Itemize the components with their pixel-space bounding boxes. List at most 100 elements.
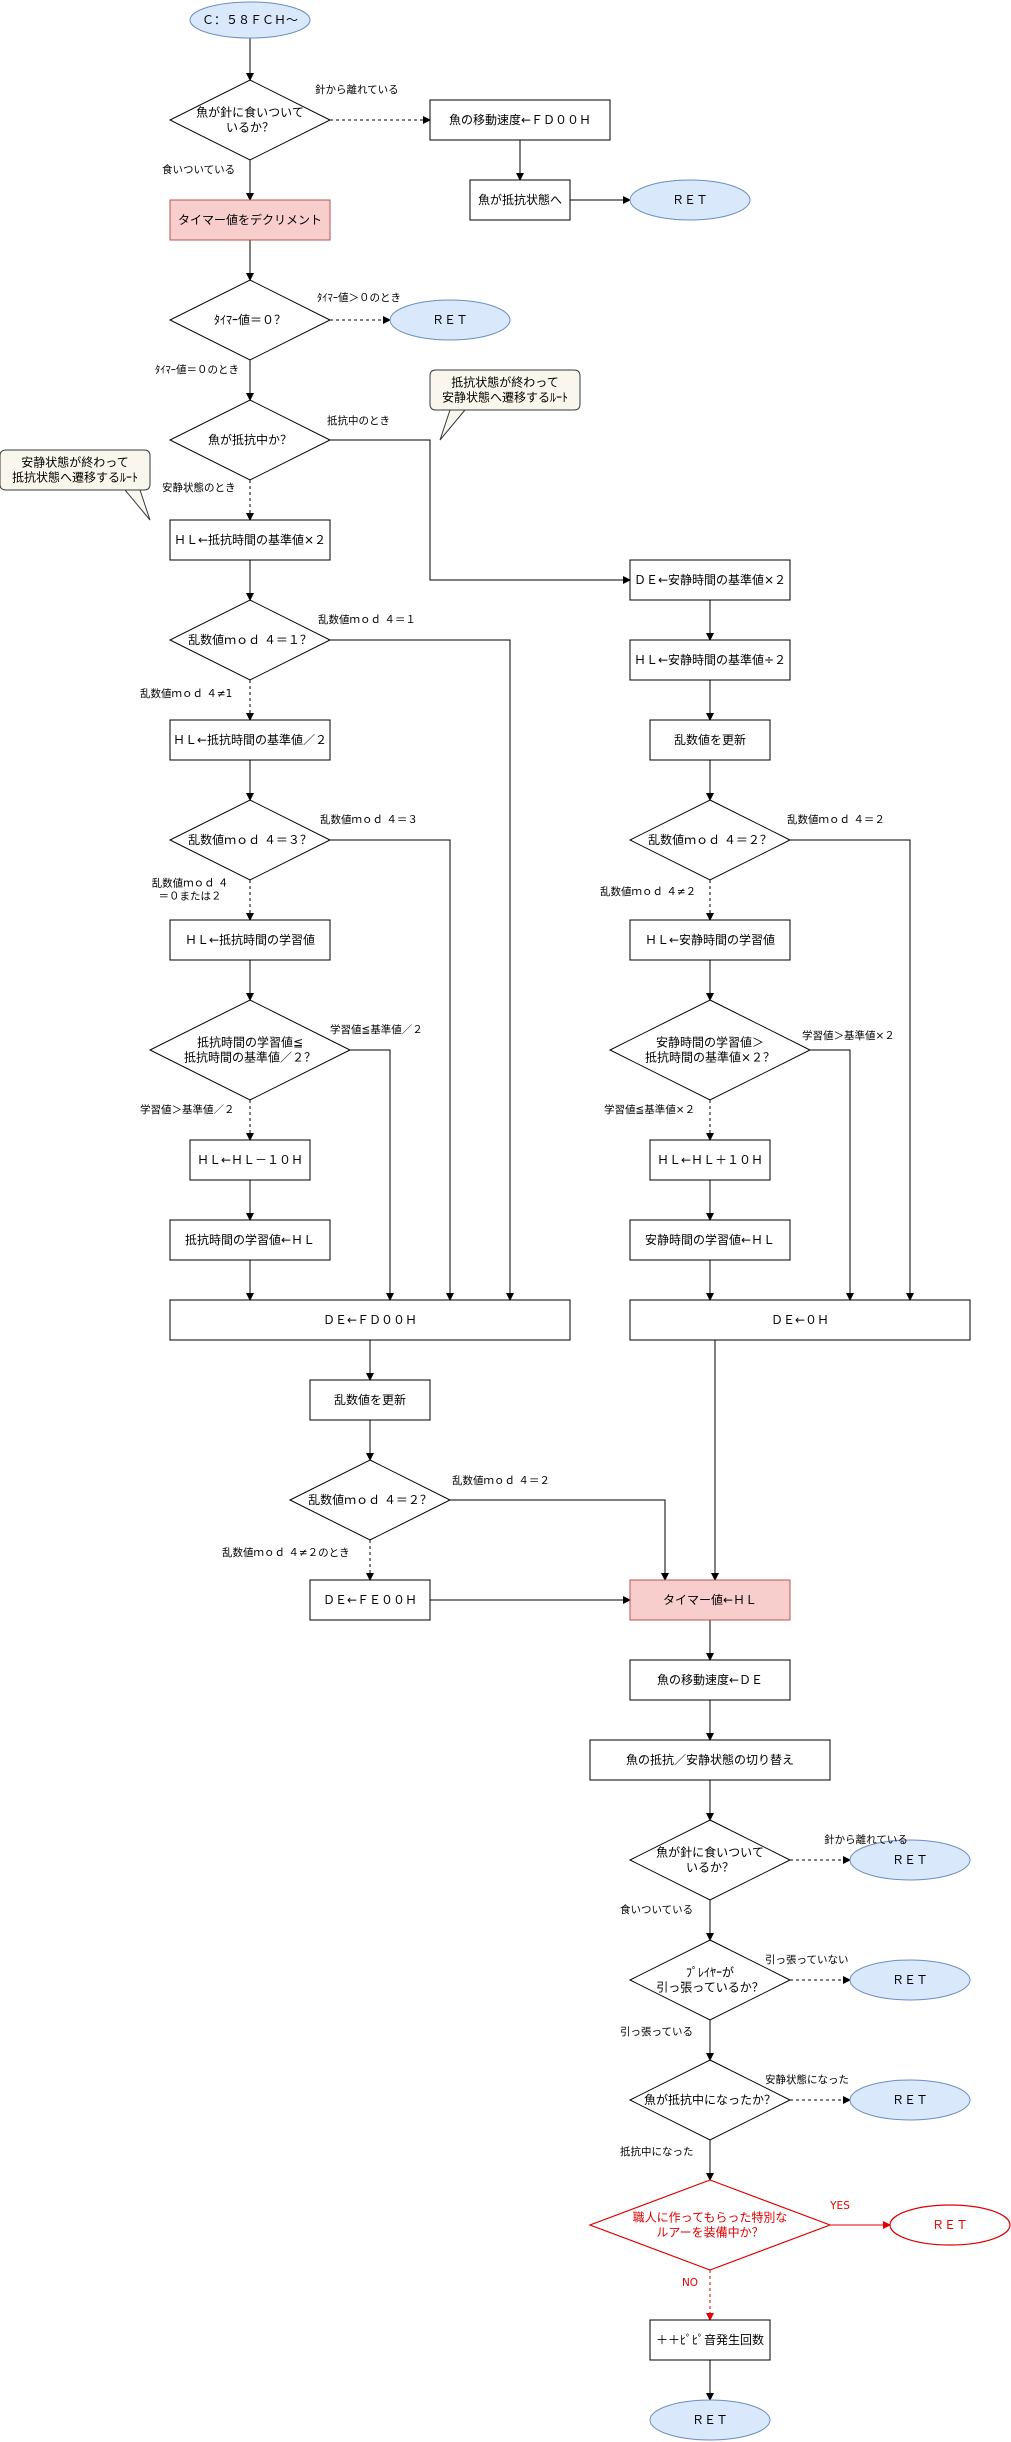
svg-text:安静時間の学習値←ＨＬ: 安静時間の学習値←ＨＬ: [645, 1232, 775, 1247]
svg-text:魚の抵抗／安静状態の切り替え: 魚の抵抗／安静状態の切り替え: [626, 1752, 794, 1767]
node-d8: 乱数値ｍｏｄ ４＝２？: [628, 799, 792, 881]
svg-text:針から離れている: 針から離れている: [824, 1833, 908, 1846]
svg-text:乱数値を更新: 乱数値を更新: [334, 1392, 406, 1407]
node-ret1: ＲＥＴ: [629, 179, 751, 221]
svg-text:タイマー値をデクリメント: タイマー値をデクリメント: [178, 212, 322, 227]
edge-label-layer: 針から離れている食いついているﾀｲﾏｰ値＞０のときﾀｲﾏｰ値＝０のとき抵抗中のと…: [140, 83, 908, 2289]
edge-label-l_d13_no: NO: [682, 2277, 698, 2289]
node-ret5: ＲＥＴ: [849, 2079, 971, 2121]
svg-text:引っ張っている: 引っ張っている: [620, 2025, 693, 2038]
node-d6: 抵抗時間の学習値≦抵抗時間の基準値／２？: [148, 999, 352, 1101]
svg-text:魚が抵抗中か？: 魚が抵抗中か？: [208, 432, 292, 447]
svg-text:ﾀｲﾏｰ値＞０のとき: ﾀｲﾏｰ値＞０のとき: [317, 291, 401, 304]
node-hl5: ＨＬ←安静時間の基準値÷２: [629, 639, 791, 681]
svg-text:抵抗時間の学習値≦抵抗時間の基準値／２？: 抵抗時間の学習値≦抵抗時間の基準値／２？: [184, 1035, 316, 1065]
svg-text:タイマー値←ＨＬ: タイマー値←ＨＬ: [663, 1592, 757, 1607]
edge-d9-de4: [810, 1049, 854, 1301]
node-ret6: ＲＥＴ: [889, 2204, 1011, 2246]
svg-text:ＤＥ←０Ｈ: ＤＥ←０Ｈ: [771, 1313, 829, 1327]
svg-text:ＤＥ←ＦＤ００Ｈ: ＤＥ←ＦＤ００Ｈ: [323, 1313, 417, 1327]
node-speed1: 魚の移動速度←ＦＤ００Ｈ: [429, 99, 611, 141]
node-speed2: 魚の移動速度←ＤＥ: [629, 1659, 791, 1701]
edge-label-l_d9_yes: 学習値＞基準値×２: [802, 1029, 895, 1042]
svg-text:抵抗中のとき: 抵抗中のとき: [327, 414, 390, 427]
edge-label-l_d9_no: 学習値≦基準値×２: [604, 1103, 695, 1116]
svg-text:針から離れている: 針から離れている: [315, 83, 399, 96]
edge-label-l_d12_no: 安静状態になった: [765, 2073, 849, 2086]
node-ret4: ＲＥＴ: [849, 1959, 971, 2001]
edge-label-l_d10_no: 針から離れている: [824, 1833, 908, 1846]
edge-d8-de4: [790, 839, 914, 1301]
edge-label-l_d1_no: 針から離れている: [315, 83, 399, 96]
svg-text:＋＋ﾋﾟﾋﾟ音発生回数: ＋＋ﾋﾟﾋﾟ音発生回数: [656, 2332, 764, 2347]
edge-label-l_d8_no: 乱数値ｍｏｄ ４≠２: [600, 885, 696, 898]
svg-text:Ｃ：５８ＦＣＨ～: Ｃ：５８ＦＣＨ～: [202, 13, 298, 27]
svg-text:乱数値ｍｏｄ ４≠1: 乱数値ｍｏｄ ４≠1: [140, 687, 232, 700]
callout-c2: 安静状態が終わって抵抗状態へ遷移するﾙｰﾄ: [0, 449, 151, 521]
svg-text:安静状態のとき: 安静状態のとき: [162, 481, 236, 494]
edge-label-l_d13_yes: YES: [829, 2200, 850, 2212]
svg-text:乱数値ｍｏｄ ４＝２？: 乱数値ｍｏｄ ４＝２？: [648, 832, 772, 847]
node-d4: 乱数値ｍｏｄ ４＝１？: [168, 599, 332, 681]
node-d5: 乱数値ｍｏｄ ４＝３？: [168, 799, 332, 881]
svg-text:安静状態になった: 安静状態になった: [765, 2073, 849, 2086]
svg-text:乱数値ｍｏｄ ４≠２のとき: 乱数値ｍｏｄ ４≠２のとき: [222, 1546, 350, 1559]
svg-text:ﾀｲﾏｰ値＝０？: ﾀｲﾏｰ値＝０？: [214, 312, 286, 327]
svg-text:ＨＬ←抵抗時間の学習値: ＨＬ←抵抗時間の学習値: [185, 932, 315, 947]
node-switch: 魚の抵抗／安静状態の切り替え: [589, 1739, 831, 1781]
node-ret2: ＲＥＴ: [389, 299, 511, 341]
node-hl1: ＨＬ←抵抗時間の基準値×２: [169, 519, 331, 561]
node-hl6: ＨＬ←安静時間の学習値: [629, 919, 791, 961]
svg-text:乱数値ｍｏｄ ４＝１？: 乱数値ｍｏｄ ４＝１？: [188, 632, 312, 647]
edge-label-l_d11_no: 引っ張っていない: [765, 1953, 848, 1966]
svg-text:ＨＬ←安静時間の学習値: ＨＬ←安静時間の学習値: [645, 932, 775, 947]
svg-text:ＨＬ←ＨＬ＋１０Ｈ: ＨＬ←ＨＬ＋１０Ｈ: [657, 1153, 763, 1167]
node-beep: ＋＋ﾋﾟﾋﾟ音発生回数: [649, 2319, 771, 2361]
svg-text:魚が針に食いついているか？: 魚が針に食いついているか？: [656, 1845, 764, 1875]
svg-text:乱数値ｍｏｄ ４≠２: 乱数値ｍｏｄ ４≠２: [600, 885, 696, 898]
svg-text:学習値≦基準値／２: 学習値≦基準値／２: [330, 1023, 423, 1036]
node-d12: 魚が抵抗中になったか？: [628, 2059, 792, 2141]
svg-text:学習値＞基準値×２: 学習値＞基準値×２: [802, 1029, 895, 1042]
svg-text:引っ張っていない: 引っ張っていない: [765, 1953, 848, 1966]
connector-layer: [246, 38, 914, 2401]
svg-text:ＲＥＴ: ＲＥＴ: [692, 2413, 728, 2427]
svg-text:ＤＥ←安静時間の基準値×２: ＤＥ←安静時間の基準値×２: [634, 572, 786, 587]
svg-text:抵抗時間の学習値←ＨＬ: 抵抗時間の学習値←ＨＬ: [185, 1232, 315, 1247]
svg-text:安静時間の学習値＞抵抗時間の基準値×２？: 安静時間の学習値＞抵抗時間の基準値×２？: [645, 1035, 775, 1065]
node-rand1: 乱数値を更新: [309, 1379, 431, 1421]
node-d9: 安静時間の学習値＞抵抗時間の基準値×２？: [608, 999, 812, 1101]
svg-text:魚の移動速度←ＤＥ: 魚の移動速度←ＤＥ: [657, 1672, 763, 1687]
svg-text:ＲＥＴ: ＲＥＴ: [892, 2093, 928, 2107]
svg-text:乱数値ｍｏｄ ４＝０または２: 乱数値ｍｏｄ ４＝０または２: [152, 877, 229, 903]
edge-label-l_d7_yes: 乱数値ｍｏｄ ４＝２: [452, 1474, 550, 1487]
node-timer: タイマー値←ＨＬ: [629, 1579, 791, 1621]
svg-text:乱数値ｍｏｄ ４＝３？: 乱数値ｍｏｄ ４＝３？: [188, 832, 312, 847]
edge-label-l_d3_no: 安静状態のとき: [162, 481, 236, 494]
svg-text:ＲＥＴ: ＲＥＴ: [432, 313, 468, 327]
node-d10: 魚が針に食いついているか？: [628, 1819, 792, 1901]
svg-text:ＲＥＴ: ＲＥＴ: [892, 1853, 928, 1867]
svg-text:乱数値を更新: 乱数値を更新: [674, 732, 746, 747]
edge-label-l_d11_yes: 引っ張っている: [620, 2025, 693, 2038]
edge-label-l_d6_no: 学習値＞基準値／２: [140, 1103, 235, 1116]
node-de3: ＤＥ←安静時間の基準値×２: [629, 559, 791, 601]
node-de1: ＤＥ←ＦＤ００Ｈ: [169, 1299, 571, 1341]
edge-label-l_d12_yes: 抵抗中になった: [620, 2145, 694, 2158]
svg-text:魚が抵抗中になったか？: 魚が抵抗中になったか？: [644, 2092, 776, 2107]
edge-label-l_d7_no: 乱数値ｍｏｄ ４≠２のとき: [222, 1546, 350, 1559]
edge-label-l_d5_yes: 乱数値ｍｏｄ ４＝３: [320, 813, 418, 826]
node-learn2: 安静時間の学習値←ＨＬ: [629, 1219, 791, 1261]
edge-d6-de1: [350, 1049, 394, 1301]
svg-text:学習値≦基準値×２: 学習値≦基準値×２: [604, 1103, 695, 1116]
svg-text:ＨＬ←ＨＬ－１０Ｈ: ＨＬ←ＨＬ－１０Ｈ: [197, 1153, 303, 1167]
node-resist1: 魚が抵抗状態へ: [469, 179, 571, 221]
edge-label-l_d2_yes: ﾀｲﾏｰ値＝０のとき: [155, 363, 239, 376]
svg-text:乱数値ｍｏｄ ４＝２？: 乱数値ｍｏｄ ４＝２？: [308, 1492, 432, 1507]
edge-label-l_d3_yes: 抵抗中のとき: [327, 414, 390, 427]
node-d7: 乱数値ｍｏｄ ４＝２？: [288, 1459, 452, 1541]
svg-text:安静状態が終わって抵抗状態へ遷移するﾙｰﾄ: 安静状態が終わって抵抗状態へ遷移するﾙｰﾄ: [12, 455, 138, 485]
edge-label-l_d4_yes: 乱数値ｍｏｄ ４＝１: [318, 613, 416, 626]
